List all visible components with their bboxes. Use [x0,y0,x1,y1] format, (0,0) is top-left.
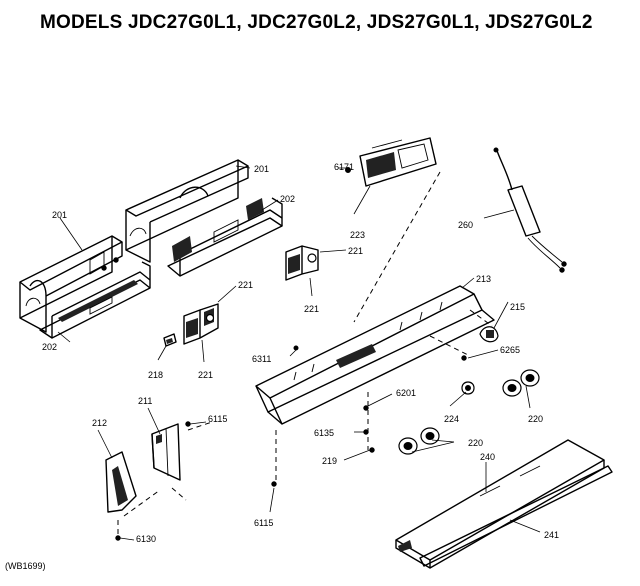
trim-212 [105,451,137,513]
drawing-reference: (WB1699) [5,561,46,571]
callout-224: 224 [444,414,459,424]
bracket-211 [151,423,181,481]
assembly-guide-lines [117,171,493,536]
callout-211: 211 [138,396,152,406]
callout-6171: 6171 [334,162,354,172]
fasteners [115,355,467,541]
callout-223: 223 [350,230,365,240]
side-panel-left-201 [19,235,123,333]
trim-241 [419,465,613,567]
callout-220-lower: 220 [468,438,483,448]
callout-221-d: 221 [198,370,213,380]
knob-215 [479,326,499,343]
callout-221-b: 221 [238,280,253,290]
callout-201-left: 201 [52,210,67,220]
knobs-220-upper [502,369,540,397]
callout-6115-upper: 6115 [208,414,227,424]
switch-block-lower-221 [183,303,219,345]
trim-240 [395,439,605,569]
callout-218: 218 [148,370,163,380]
callout-6265: 6265 [500,345,520,355]
callout-240: 240 [480,452,495,462]
callout-220-upper: 220 [528,414,543,424]
callout-6201: 6201 [396,388,416,398]
knob-218 [163,333,177,347]
switch-block-upper-221 [285,245,319,281]
leader-lines [57,165,541,541]
sensor-cord-260 [493,147,567,273]
callout-labels: 201 201 202 202 6171 221 221 221 221 223… [42,162,559,544]
callout-6311: 6311 [252,354,271,364]
callout-213: 213 [476,274,491,284]
callout-202-left: 202 [42,342,57,352]
callout-202-right: 202 [280,194,295,204]
control-panel-213 [255,285,495,425]
callout-201-right: 201 [254,164,269,174]
knob-224 [461,381,475,395]
callout-221-c: 221 [304,304,319,314]
callout-6135: 6135 [314,428,334,438]
callout-221-a: 221 [348,246,363,256]
callout-6115-lower: 6115 [254,518,273,528]
control-module-223 [345,137,437,187]
callout-260: 260 [458,220,473,230]
callout-241: 241 [544,530,559,540]
bracket-left-202 [39,261,151,339]
callout-6130: 6130 [136,534,156,544]
callout-219: 219 [322,456,337,466]
bracket-right-202 [167,197,283,277]
callout-215: 215 [510,302,525,312]
diagram-title: MODELS JDC27G0L1, JDC27G0L2, JDS27G0L1, … [40,12,593,33]
callout-212: 212 [92,418,107,428]
side-panel-right-201 [125,159,249,263]
